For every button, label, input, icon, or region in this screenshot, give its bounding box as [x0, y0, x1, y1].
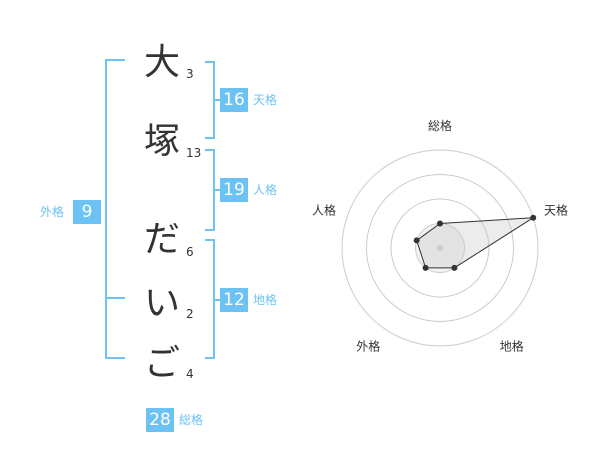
gaikaku-value-badge: 9 [73, 200, 101, 224]
chikaku-label: 地格 [253, 293, 278, 307]
radar-point-2 [530, 214, 537, 221]
stroke-count-2: 13 [186, 146, 202, 160]
name-char-5: ご [143, 343, 180, 384]
jinkaku-value-badge: 19 [220, 178, 248, 202]
radar-ring-2 [390, 198, 490, 298]
stroke-count-3: 6 [186, 245, 194, 259]
radar-value-polygon [416, 217, 534, 269]
stroke-count-1: 3 [186, 67, 194, 81]
tenkaku-label: 天格 [253, 93, 278, 107]
gaikaku-label: 外格 [40, 205, 65, 219]
stroke-count-5: 4 [186, 367, 194, 381]
chikaku-value-badge: 12 [220, 288, 248, 312]
jinkaku-label: 人格 [253, 183, 278, 197]
name-char-1: 大 [143, 42, 180, 83]
radar-center-dot [437, 245, 443, 251]
radar-ring-4 [341, 149, 539, 347]
radar-axis-label-3: 地格 [500, 339, 524, 354]
stroke-count-4: 2 [186, 307, 194, 321]
soukaku-value-badge: 28 [146, 408, 174, 432]
radar-point-3 [451, 264, 458, 271]
radar-ring-3 [366, 174, 514, 322]
radar-axis-label-5: 人格 [312, 202, 336, 217]
radar-point-1 [437, 220, 443, 227]
radar-axis-label-1: 総格 [428, 118, 452, 133]
name-char-3: だ [143, 219, 180, 260]
radar-point-4 [422, 264, 429, 271]
tenkaku-value-badge: 16 [220, 88, 248, 112]
name-char-4: い [143, 283, 180, 324]
name-char-2: 塚 [143, 121, 180, 162]
soukaku-label: 総格 [179, 413, 204, 427]
radar-axis-label-2: 天格 [544, 202, 568, 217]
radar-point-5 [413, 237, 420, 244]
radar-axis-label-4: 外格 [356, 339, 380, 354]
